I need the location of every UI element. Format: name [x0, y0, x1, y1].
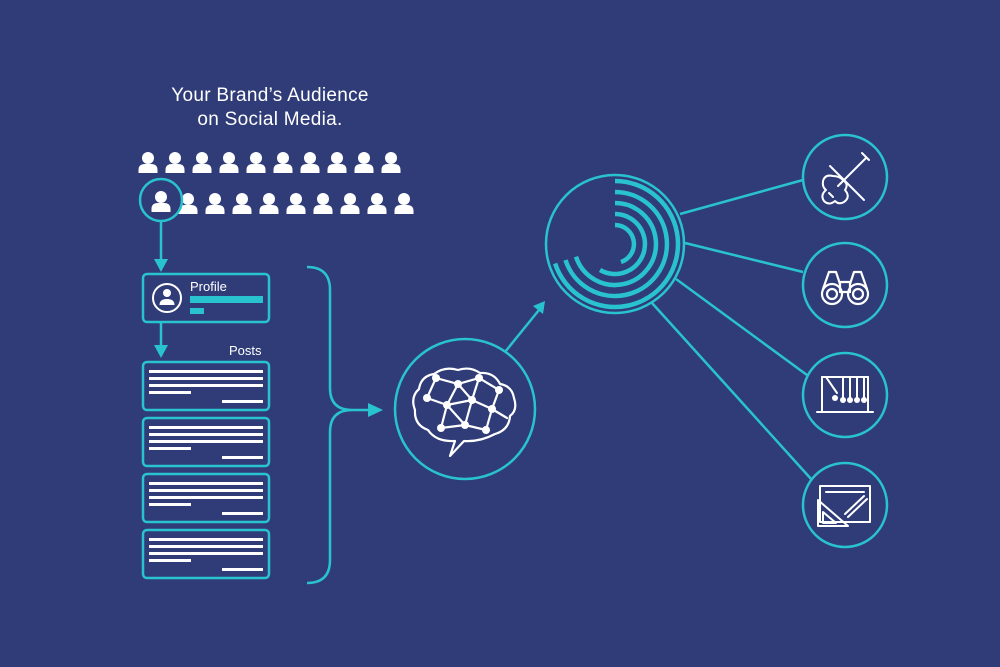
audience-person [367, 193, 387, 214]
post-text-line [222, 456, 263, 459]
audience-person [192, 152, 212, 173]
audience-person [340, 193, 360, 214]
post-text-line [149, 440, 263, 443]
post-text-line [149, 538, 263, 541]
analysis-node [544, 173, 686, 315]
audience-person [313, 193, 333, 214]
audience-person [259, 193, 279, 214]
post-text-line [149, 370, 263, 373]
newtons-cradle-icon [816, 376, 874, 413]
post-text-line [149, 447, 191, 450]
insight-node-music [801, 133, 889, 221]
insight-node-physics [801, 351, 889, 439]
drafting-icon [817, 485, 871, 527]
title-line-1: Your Brand’s Audience [171, 85, 369, 106]
post-text-line [222, 568, 263, 571]
audience-person [300, 152, 320, 173]
profile-name-bar [190, 296, 263, 303]
post-text-line [149, 377, 263, 380]
post-text-line [149, 489, 263, 492]
post-text-line [149, 391, 191, 394]
post-text-line [149, 426, 263, 429]
post-card [141, 360, 271, 412]
profile-card [141, 272, 271, 324]
posts-list [141, 360, 271, 580]
audience-person [246, 152, 266, 173]
audience-person [165, 152, 185, 173]
post-text-line [222, 400, 263, 403]
insight-node-design [801, 461, 889, 549]
insight-node-exploration [801, 241, 889, 329]
post-card [141, 416, 271, 468]
posts-label: Posts [229, 343, 262, 358]
violin-icon [821, 152, 870, 205]
post-card [141, 528, 271, 580]
ai-brain-node [393, 337, 537, 481]
audience-person [138, 152, 158, 173]
profile-to-posts-arrow [154, 322, 168, 358]
audience-person [354, 152, 374, 173]
post-text-line [149, 433, 263, 436]
binoculars-icon [820, 270, 870, 306]
post-text-line [149, 559, 191, 562]
profile-detail-bar [190, 308, 204, 314]
audience-person [219, 152, 239, 173]
post-text-line [149, 384, 263, 387]
profile-label: Profile [190, 279, 227, 294]
posts-brace [306, 265, 383, 585]
post-card [141, 472, 271, 524]
brain-network-icon [412, 367, 517, 458]
post-text-line [149, 545, 263, 548]
audience-crowd [138, 152, 414, 214]
post-text-line [149, 552, 263, 555]
title-line-2: on Social Media. [197, 109, 343, 130]
audience-person [273, 152, 293, 173]
post-text-line [149, 496, 263, 499]
post-text-line [149, 482, 263, 485]
profile-avatar [152, 283, 182, 313]
post-text-line [149, 503, 191, 506]
audience-person [394, 193, 414, 214]
audience-person [205, 193, 225, 214]
analysis-to-insights-connectors [651, 178, 813, 481]
post-text-line [222, 512, 263, 515]
highlighted-audience-member [138, 177, 184, 223]
audience-person [327, 152, 347, 173]
audience-person [381, 152, 401, 173]
brain-to-analysis-arrow [504, 301, 545, 353]
analysis-arcs-icon [552, 178, 681, 310]
member-to-profile-arrow [154, 221, 168, 272]
audience-person [286, 193, 306, 214]
audience-person [232, 193, 252, 214]
